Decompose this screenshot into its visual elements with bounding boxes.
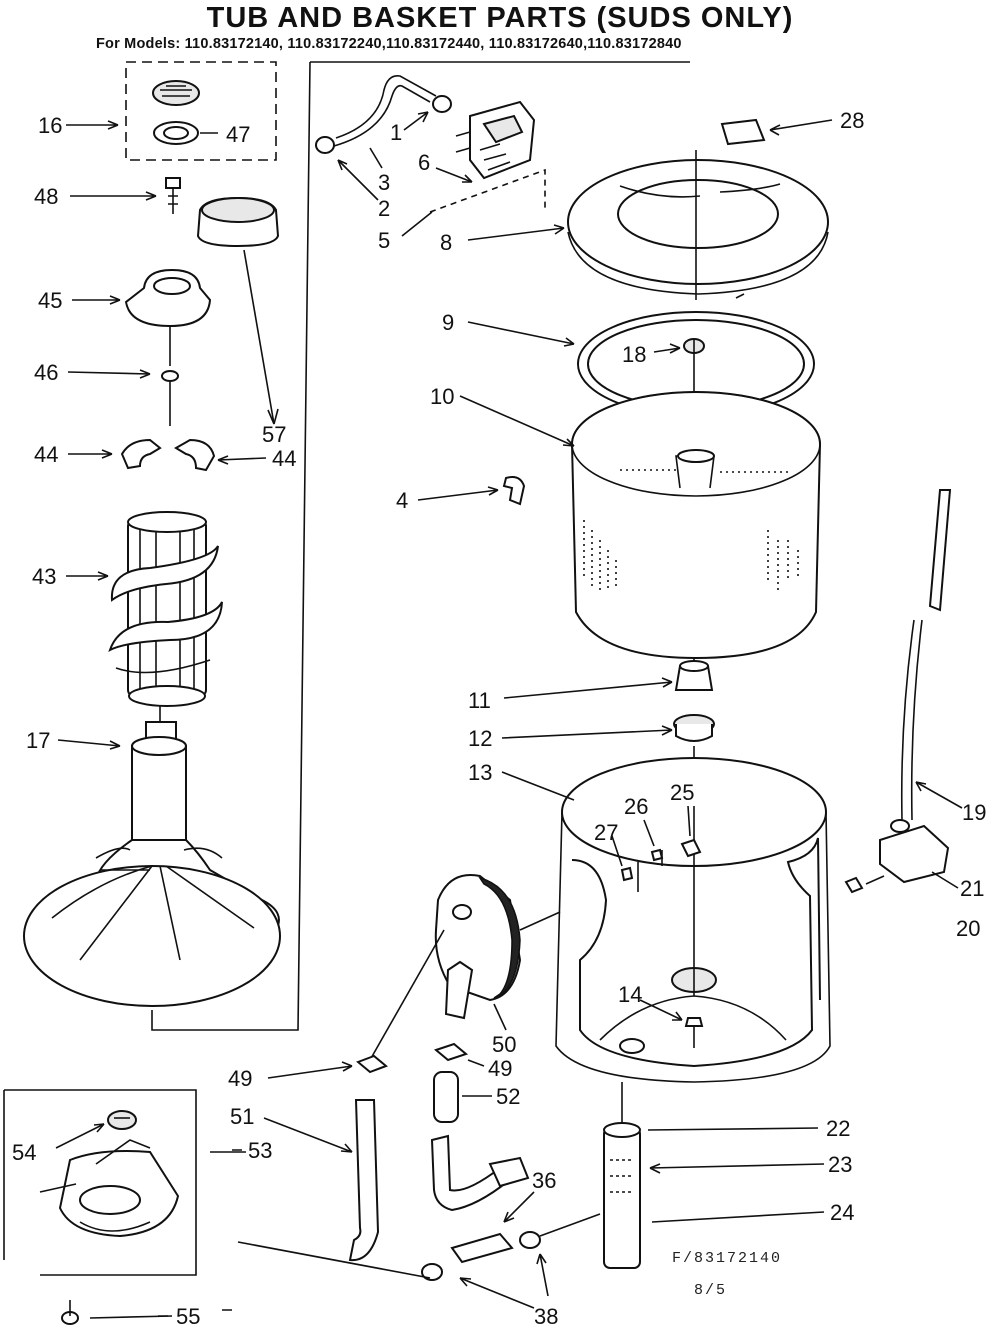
- callout-5: 5: [378, 228, 390, 253]
- callout-2: 2: [378, 196, 390, 221]
- group-frames: [3, 61, 690, 1276]
- callout-38: 38: [534, 1304, 558, 1329]
- callout-14: 14: [618, 982, 642, 1007]
- part-57-cup: [196, 196, 280, 425]
- callout-18: 18: [622, 342, 646, 367]
- callout-48: 48: [34, 184, 58, 209]
- part-8-tub-ring: [567, 150, 829, 300]
- part-28-pad: [720, 118, 766, 146]
- callout-45: 45: [38, 288, 62, 313]
- part-22-24-drain-hose: [603, 1082, 641, 1269]
- callout-46: 46: [34, 360, 58, 385]
- part-5-valve: [455, 100, 536, 180]
- callout-20: 20: [956, 916, 980, 941]
- decoration-dashes: [158, 1149, 242, 1317]
- part-12-nut: [673, 714, 715, 776]
- callout-12: 12: [468, 726, 492, 751]
- callout-54: 54: [12, 1140, 36, 1165]
- part-51-hose: [348, 1099, 380, 1262]
- part-14-bolt: [684, 1017, 704, 1048]
- diagram-title: TUB AND BASKET PARTS (SUDS ONLY): [206, 2, 794, 34]
- callout-1: 1: [390, 120, 402, 145]
- part-36-hose: [430, 1134, 530, 1212]
- callout-55: 55: [176, 1304, 200, 1329]
- part-4-clip: [502, 476, 526, 506]
- part-16-cap: [152, 80, 200, 106]
- part-47-seal: [153, 121, 199, 145]
- callout-28: 28: [840, 108, 864, 133]
- callout-26: 26: [624, 794, 648, 819]
- callout-47: 47: [226, 122, 250, 147]
- callout-16: 16: [38, 113, 62, 138]
- part-45-dome: [124, 268, 212, 426]
- callout-27: 27: [594, 820, 618, 845]
- callout-24: 24: [830, 1200, 854, 1225]
- callout-43: 43: [32, 564, 56, 589]
- callout-49-right: 49: [488, 1056, 512, 1081]
- callout-19: 19: [962, 800, 986, 825]
- part-20-clip: [844, 876, 864, 894]
- part-19-hose: [900, 489, 952, 821]
- callout-8: 8: [440, 230, 452, 255]
- callout-17: 17: [26, 728, 50, 753]
- callout-4: 4: [396, 488, 408, 513]
- part-44-dogs: [120, 438, 216, 472]
- page-marker: 8/5: [694, 1282, 727, 1299]
- part-17-agitator-base: [23, 721, 281, 1007]
- part-13-outer-tub: [555, 757, 831, 1083]
- callout-9: 9: [442, 310, 454, 335]
- callout-44-left: 44: [34, 442, 58, 467]
- callout-36: 36: [532, 1168, 556, 1193]
- callout-53: 53: [248, 1138, 272, 1163]
- part-46-washer: [161, 370, 179, 382]
- callout-50: 50: [492, 1032, 516, 1057]
- callout-11: 11: [468, 688, 491, 713]
- part-11-hub: [674, 660, 714, 691]
- callout-49-left: 49: [228, 1066, 252, 1091]
- part-52-hose: [433, 1071, 459, 1123]
- callout-23: 23: [828, 1152, 852, 1177]
- callout-22: 22: [826, 1116, 850, 1141]
- callout-3: 3: [378, 170, 390, 195]
- basket-perforations: [583, 469, 799, 590]
- part-10-basket: [571, 391, 821, 660]
- models-subtitle: For Models: 110.83172140, 110.83172240,1…: [96, 36, 682, 52]
- callout-57: 57: [262, 422, 286, 447]
- callout-51: 51: [230, 1104, 254, 1129]
- callout-13: 13: [468, 760, 492, 785]
- part-48-bolt: [165, 177, 181, 214]
- callout-52: 52: [496, 1084, 520, 1109]
- callout-labels: 16 47 48 45 46 44 44 43 17 57 1 3 2 6 5 …: [12, 108, 986, 1329]
- part-38-clamps: [421, 1213, 601, 1281]
- part-43-agitator-spiral: [108, 511, 223, 722]
- callout-25: 25: [670, 780, 694, 805]
- part-49-clamps: [356, 1042, 469, 1074]
- part-50-pump-filter: [369, 874, 561, 1061]
- part-55-screw: [61, 1300, 79, 1325]
- figure-reference: F/83172140: [672, 1250, 782, 1267]
- part-53-pump: [39, 1110, 180, 1238]
- callout-10: 10: [430, 384, 454, 409]
- part-21-pressure-switch: [879, 819, 950, 884]
- part-25-26-27-fasteners: [620, 838, 702, 882]
- callout-6: 6: [418, 150, 430, 175]
- callout-44-right: 44: [272, 446, 296, 471]
- leader-lines: [55, 111, 963, 1319]
- part-1-3-hose: [315, 74, 452, 154]
- callout-21: 21: [960, 876, 984, 901]
